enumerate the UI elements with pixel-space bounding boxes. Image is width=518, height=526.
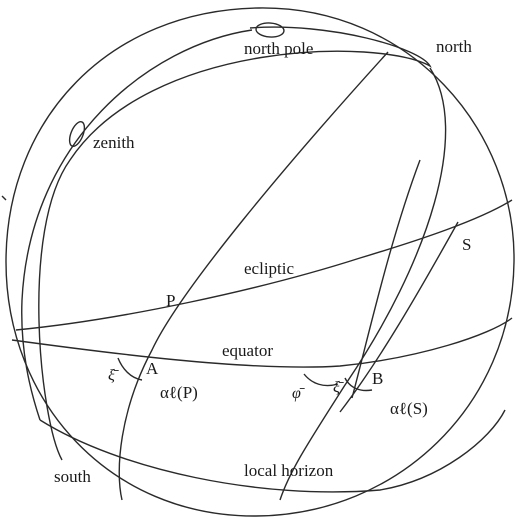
label-zenith: zenith [93, 133, 135, 152]
label-xi-bar-right: ξ̄ [333, 379, 344, 396]
vertical-through-B [351, 159, 421, 399]
label-local-horizon: local horizon [244, 461, 334, 480]
angle-arc-A [117, 357, 143, 381]
angle-arc-phi [303, 373, 339, 387]
label-B: B [372, 369, 383, 388]
left-edge-tick [1, 195, 7, 201]
meridian-circle [38, 26, 432, 461]
label-north-pole: north pole [244, 39, 313, 58]
local-horizon-line [39, 409, 506, 493]
label-S: S [462, 235, 471, 254]
label-south: south [54, 467, 91, 486]
label-phi-bar: φ̄ [292, 385, 305, 402]
label-A: A [146, 359, 159, 378]
equator-line [11, 317, 513, 368]
label-xi-bar-left: ξ̄ [108, 367, 119, 384]
meridian-left-arc [21, 29, 253, 421]
label-ecliptic: ecliptic [244, 259, 294, 278]
north-pole-marker [255, 22, 285, 38]
ecliptic-line [15, 199, 513, 331]
hour-circle-S [339, 221, 459, 413]
label-alpha-P: αℓ(P) [160, 383, 198, 402]
hour-circle-north [279, 67, 447, 501]
label-alpha-S: αℓ(S) [390, 399, 428, 418]
label-P: P [166, 291, 175, 310]
sphere-outline [5, 7, 515, 517]
label-north: north [436, 37, 472, 56]
hour-circle-P [118, 51, 389, 501]
angle-arc-B [344, 377, 373, 392]
label-equator: equator [222, 341, 273, 360]
zenith-marker [68, 121, 86, 147]
